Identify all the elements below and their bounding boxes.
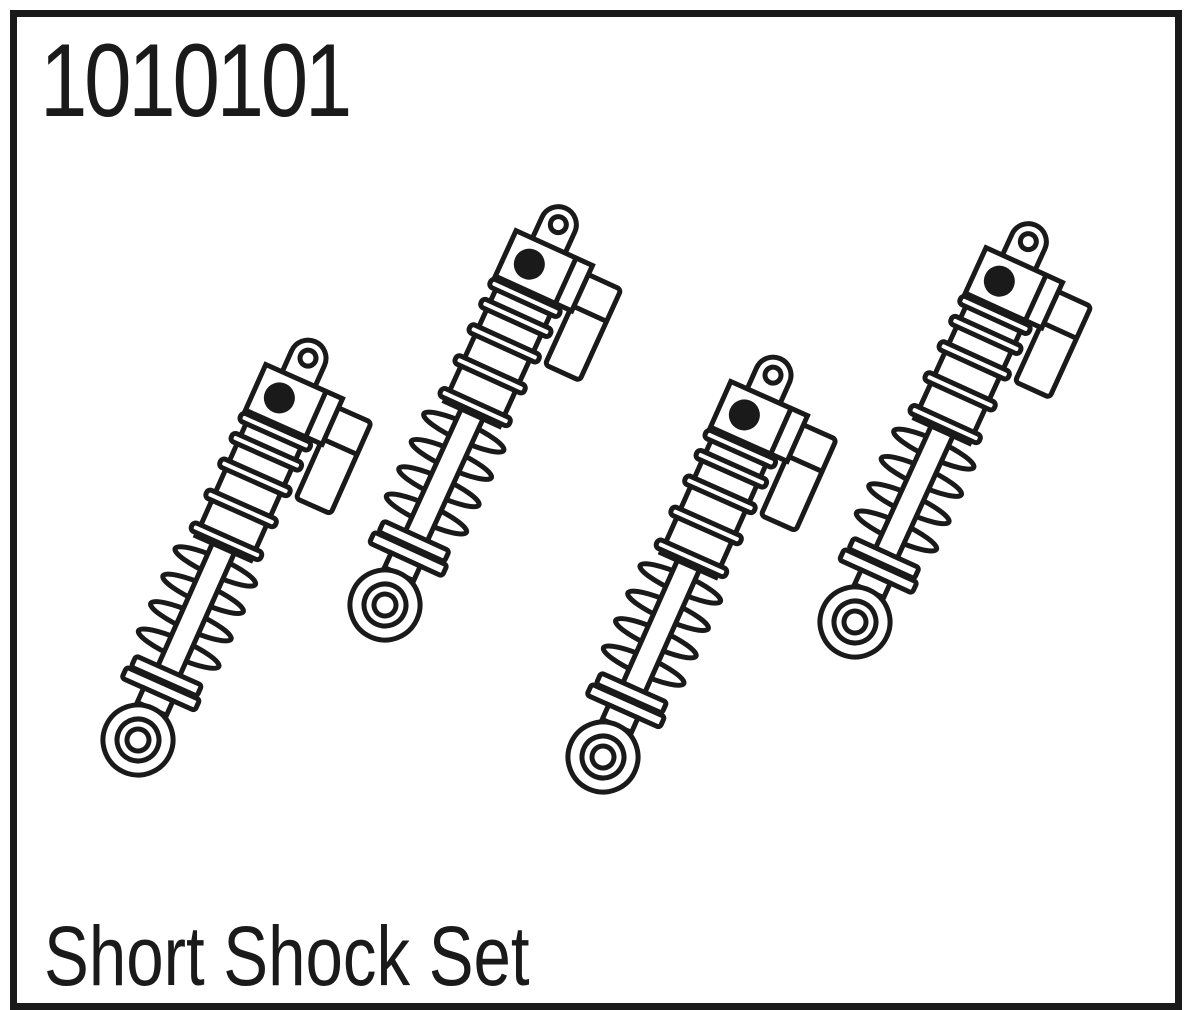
shock-3 bbox=[549, 341, 858, 823]
shock-2 bbox=[330, 190, 642, 672]
part-number: 1010101 bbox=[40, 23, 352, 139]
shock-4 bbox=[800, 207, 1112, 689]
part-name: Short Shock Set bbox=[44, 909, 530, 1003]
shock-1 bbox=[84, 324, 393, 806]
shock-illustration bbox=[0, 0, 1200, 981]
